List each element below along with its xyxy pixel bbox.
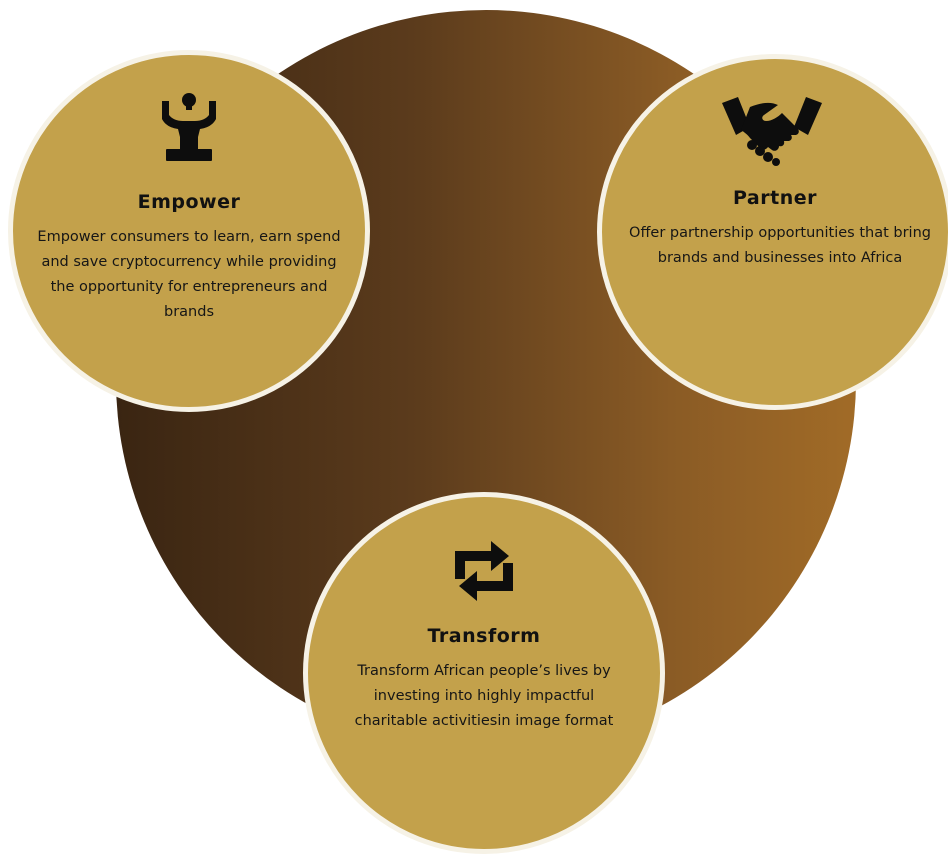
transform-circle: Transform Transform African people’s liv… — [303, 492, 665, 854]
partner-title: Partner — [733, 187, 817, 209]
empower-title: Empower — [137, 191, 241, 213]
partner-circle: Partner Offer partnership opportunities … — [597, 54, 948, 410]
empower-circle: Empower Empower consumers to learn, earn… — [8, 50, 370, 412]
strongman-icon — [162, 93, 216, 161]
transform-description: Transform African people’s lives by inve… — [354, 663, 614, 729]
empower-description: Empower consumers to learn, earn spend a… — [37, 229, 341, 320]
partner-description: Offer partnership opportunities that bri… — [629, 225, 931, 266]
exchange-arrows-icon — [455, 541, 513, 601]
handshake-icon — [722, 97, 822, 166]
transform-title: Transform — [427, 625, 541, 647]
